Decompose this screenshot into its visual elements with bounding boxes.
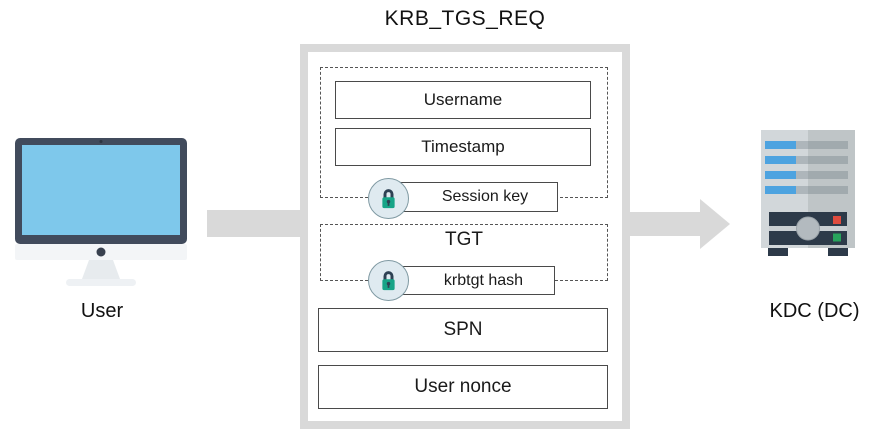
encryption-key-krbtgt-hash: krbtgt hash <box>384 266 555 295</box>
user-node-label: User <box>80 300 124 322</box>
field-spn: SPN <box>318 308 608 352</box>
request-arrow-right-shaft <box>626 212 702 236</box>
field-timestamp: Timestamp <box>335 128 591 166</box>
padlock-icon-graphic <box>382 189 395 209</box>
diagram-title: KRB_TGS_REQ <box>384 7 546 30</box>
encryption-key-session-key: Session key <box>384 182 558 212</box>
field-user-nonce: User nonce <box>318 365 608 409</box>
monitor-icon <box>14 136 189 291</box>
field-tgt: TGT <box>445 229 483 250</box>
padlock-icon <box>368 178 409 219</box>
server-icon <box>761 130 856 262</box>
padlock-icon-graphic <box>382 271 395 291</box>
field-username: Username <box>335 81 591 119</box>
request-arrow-left-segment <box>207 210 301 237</box>
monitor-icon-graphic <box>15 138 187 286</box>
padlock-icon <box>368 260 409 301</box>
server-icon-graphic <box>761 130 855 256</box>
kdc-node-label: KDC (DC) <box>769 300 860 322</box>
request-arrow-right-head <box>700 199 730 249</box>
